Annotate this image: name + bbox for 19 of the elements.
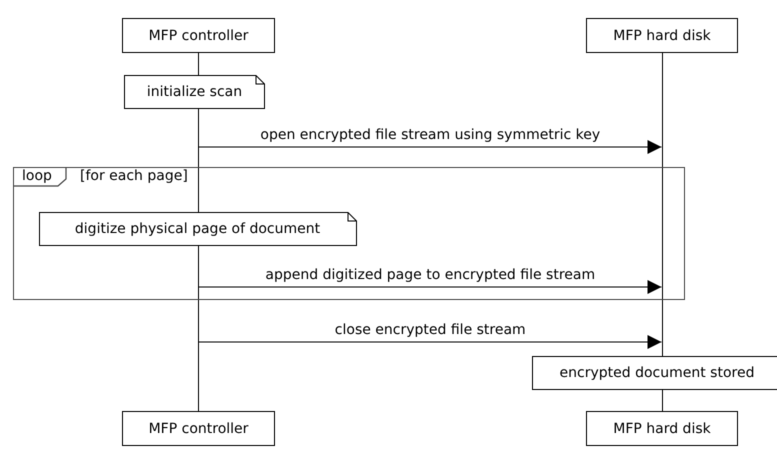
participant-box: MFP controller: [122, 18, 275, 53]
message-label: close encrypted file stream: [334, 322, 527, 338]
loop-frame: [13, 167, 685, 300]
note-text: digitize physical page of document: [74, 220, 320, 236]
message-label: append digitized page to encrypted file stream: [264, 267, 596, 283]
note-text: initialize scan: [146, 84, 242, 100]
note-box: [124, 75, 265, 109]
participant-box: MFP controller: [122, 411, 275, 446]
participant-box: MFP hard disk: [586, 411, 738, 446]
note-box: [532, 356, 777, 390]
message-label: open encrypted file stream using symmetric key: [259, 127, 602, 143]
message-arrow: [198, 280, 662, 294]
note-box: [38, 212, 356, 246]
participant-box: MFP hard disk: [586, 18, 738, 53]
message-arrow: [198, 140, 662, 154]
loop-tab: loop: [14, 168, 66, 186]
guard-text: [for each page]: [80, 168, 188, 185]
note-text: encrypted document stored: [560, 365, 754, 381]
message-arrow: [198, 335, 662, 349]
